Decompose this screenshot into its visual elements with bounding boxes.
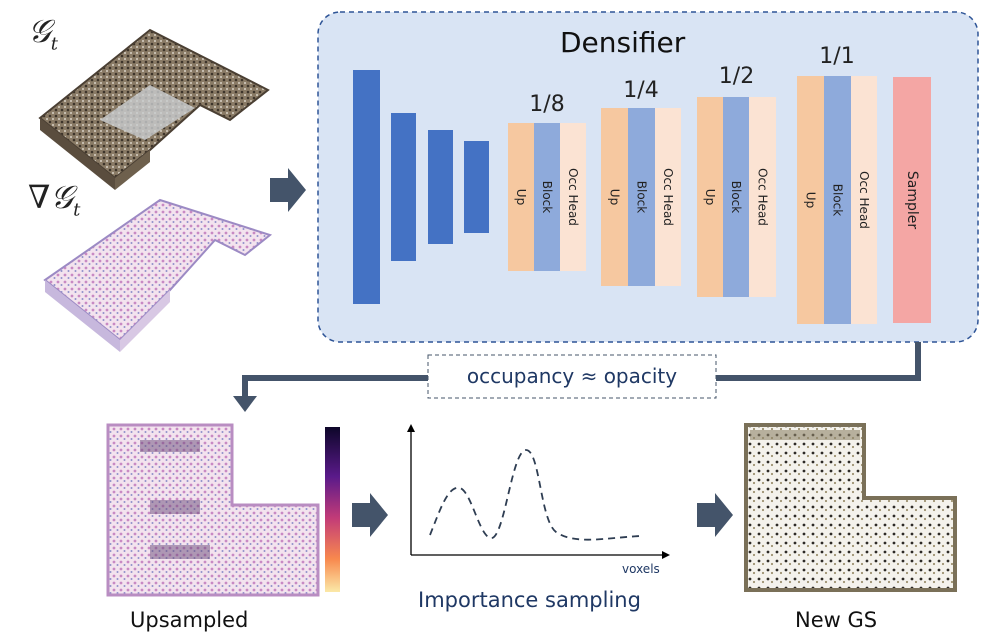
stage-scale-1-4: 1/4 xyxy=(623,78,659,103)
sampler-block: Sampler xyxy=(893,77,931,323)
stage-3-up-label: Up xyxy=(703,188,717,206)
arrow-to-importance xyxy=(352,493,388,537)
upsampled-caption: Upsampled xyxy=(130,608,249,632)
voxels-axis-label: voxels xyxy=(622,562,660,576)
colorbar xyxy=(325,427,340,592)
stage-2-head-label: Occ Head xyxy=(661,168,675,226)
stage-2-block: Block xyxy=(628,108,655,286)
importance-plot xyxy=(407,424,670,559)
gradient-point-cloud xyxy=(43,198,273,352)
stage-1-head: Occ Head xyxy=(560,123,586,271)
stage-3-block: Block xyxy=(723,97,749,297)
feedback-arrow xyxy=(233,342,921,412)
stage-2-up-label: Up xyxy=(607,188,622,206)
stage-scale-1-2: 1/2 xyxy=(718,64,755,89)
stage-4-block: Block xyxy=(824,76,851,324)
relation-text: occupancy ≈ opacity xyxy=(466,364,678,388)
stage-3-up: Up xyxy=(697,97,723,297)
gaussians-point-cloud xyxy=(38,28,270,190)
stage-4-up: Up xyxy=(797,76,824,324)
stage-1-up-label: Up xyxy=(514,188,528,206)
stage-4-head: Occ Head xyxy=(851,76,877,324)
stage-2-up: Up xyxy=(601,108,628,286)
stage-4-up-label: Up xyxy=(803,191,818,209)
new-gs-caption: New GS xyxy=(795,608,878,632)
stage-scale-1-1: 1/1 xyxy=(819,44,855,69)
stage-4-head-label: Occ Head xyxy=(857,171,871,229)
gaussians-label: 𝒢t xyxy=(28,12,58,54)
stage-scale-1-8: 1/8 xyxy=(529,92,565,117)
gaussians-subscript: t xyxy=(50,33,59,55)
importance-caption: Importance sampling xyxy=(418,588,641,612)
upsampled-view xyxy=(106,423,320,597)
stage-3-head: Occ Head xyxy=(749,97,776,297)
stage-2-head: Occ Head xyxy=(655,108,681,286)
stage-1-block-label: Block xyxy=(540,180,554,214)
densifier-title: Densifier xyxy=(560,26,686,59)
arrow-into-densifier xyxy=(270,168,306,212)
gradient-label: ∇𝒢t xyxy=(28,178,80,220)
new-gs-view xyxy=(744,423,957,592)
stage-3-head-label: Occ Head xyxy=(755,168,770,226)
arrow-to-new-gs xyxy=(697,493,733,537)
gradient-symbol: ∇𝒢 xyxy=(28,178,74,216)
gradient-subscript: t xyxy=(73,199,81,221)
stage-2-block-label: Block xyxy=(634,180,649,214)
relation-box xyxy=(427,354,717,399)
sampler-label: Sampler xyxy=(904,170,920,230)
importance-curve xyxy=(429,449,641,541)
gaussians-symbol: 𝒢 xyxy=(28,12,51,50)
stage-1-head-label: Occ Head xyxy=(566,168,580,226)
stage-3-block-label: Block xyxy=(729,180,743,214)
encoder-layers xyxy=(353,70,489,304)
stage-1-block: Block xyxy=(534,123,560,271)
stage-1-up: Up xyxy=(508,123,534,271)
stage-4-block-label: Block xyxy=(830,183,845,217)
